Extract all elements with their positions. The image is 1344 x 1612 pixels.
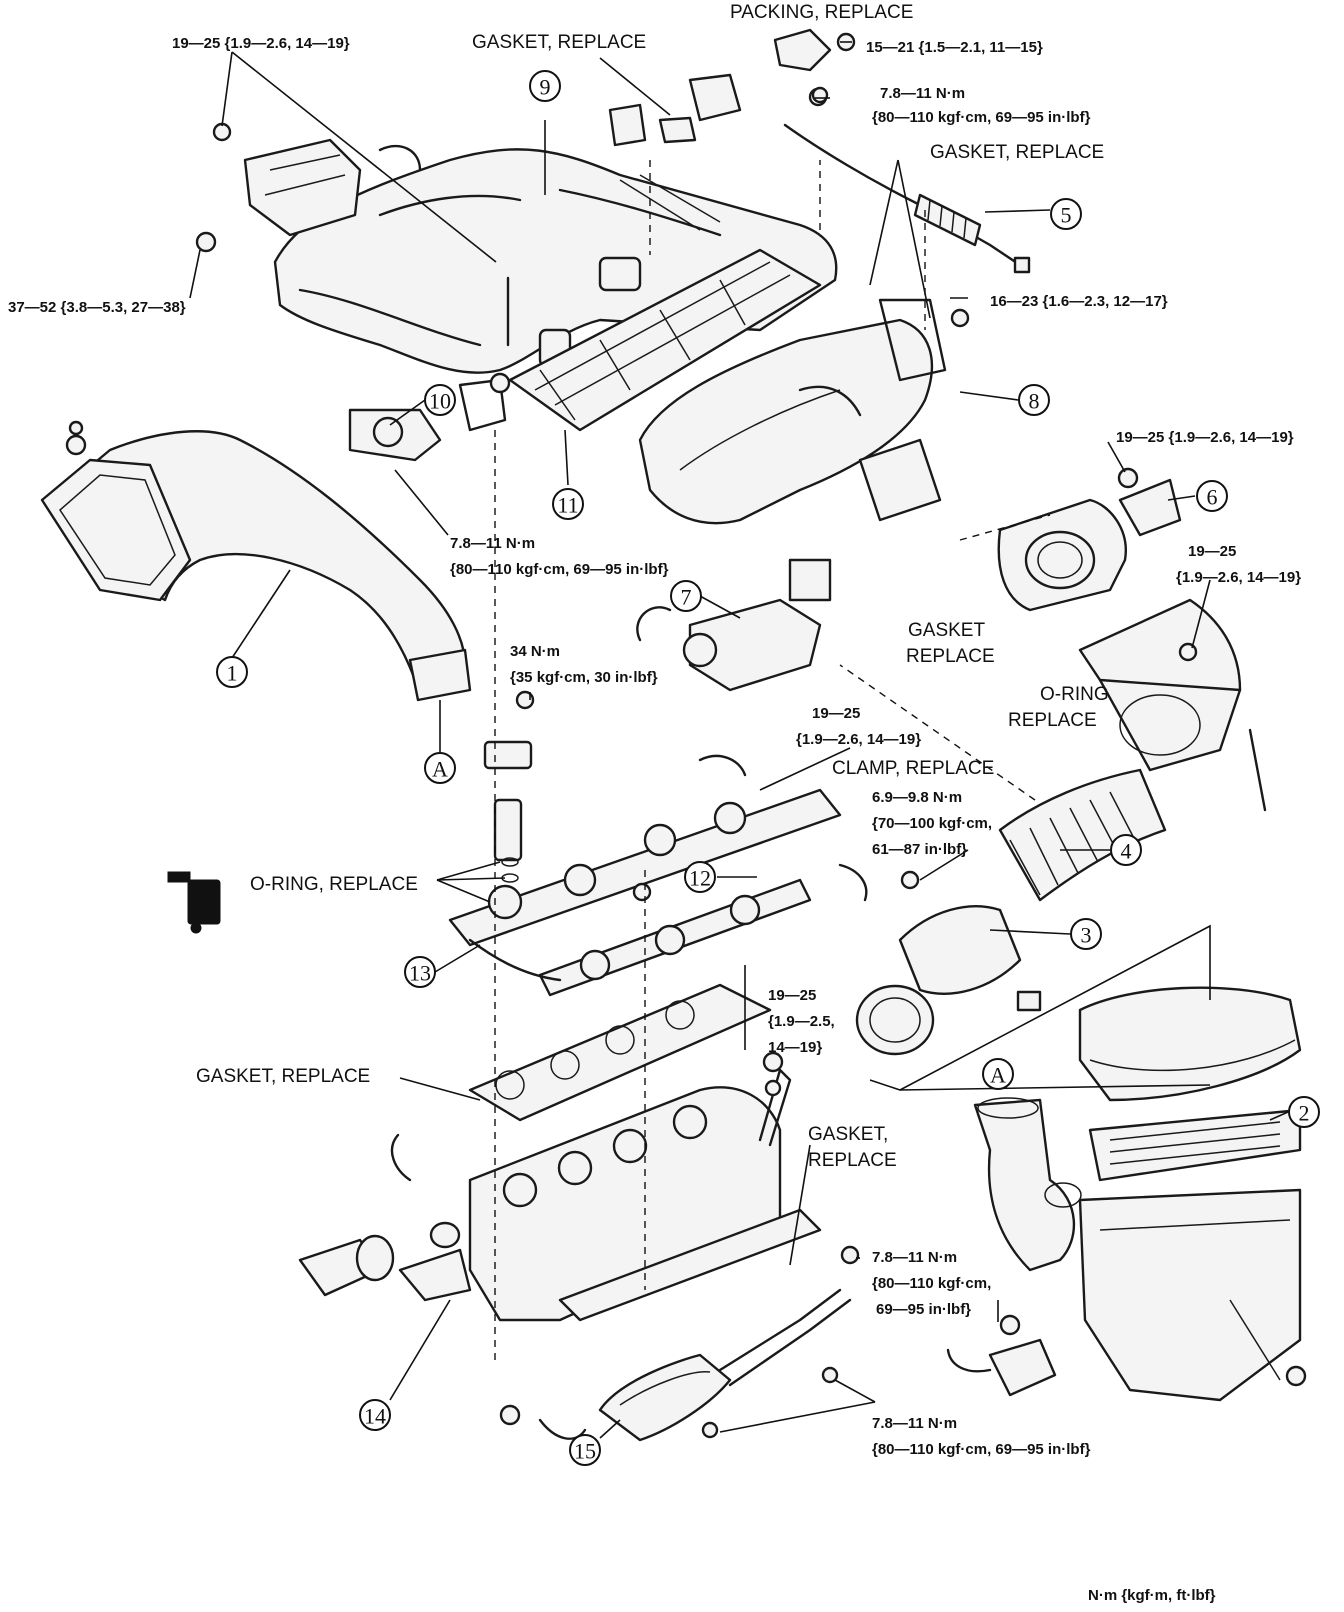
svg-text:7: 7 <box>681 585 692 610</box>
label-oring-replace-left: O-RING, REPLACE <box>250 874 418 895</box>
callout-5: 5 <box>1050 198 1082 230</box>
air-valve <box>636 558 832 692</box>
label-gasket-replace-lower: GASKET, REPLACE <box>196 1066 370 1087</box>
callout-8: 8 <box>1018 384 1050 416</box>
connector-a-callout-2: A <box>982 1058 1014 1090</box>
airflow-meter <box>855 905 1042 1056</box>
lower-cover <box>598 1288 852 1442</box>
svg-text:12: 12 <box>689 866 711 891</box>
torque-top-left: 19—25 {1.9—2.6, 14—19} <box>172 35 350 52</box>
torque-center-1: 19—25 <box>812 705 860 722</box>
fasteners <box>489 86 1267 1440</box>
callout-13: 13 <box>404 956 436 988</box>
svg-text:5: 5 <box>1061 203 1072 228</box>
idle-air-control-bracket <box>348 378 507 462</box>
torque-clamp-2: {70—100 kgf·cm, <box>872 815 992 832</box>
label-gasket-replace-right: GASKET, REPLACE <box>930 142 1104 163</box>
torque-center-2: {1.9—2.6, 14—19} <box>796 731 921 748</box>
torque-lower-right-1: 7.8—11 N·m <box>872 1249 957 1266</box>
extension-manifold <box>638 298 947 525</box>
intake-bellows-hose <box>998 598 1242 902</box>
torque-left: 37—52 {3.8—5.3, 27—38} <box>8 299 186 316</box>
svg-text:8: 8 <box>1029 389 1040 414</box>
torque-clamp-3: 61—87 in·lbf} <box>872 841 967 858</box>
callout-2: 2 <box>1288 1096 1320 1128</box>
callout-6: 6 <box>1196 480 1228 512</box>
svg-text:10: 10 <box>429 389 451 414</box>
label-oring-mid-1: O-RING <box>1040 684 1109 705</box>
torque-bottom-1: 7.8—11 N·m <box>872 1415 957 1432</box>
label-packing-replace: PACKING, REPLACE <box>730 2 913 23</box>
torque-mid-1: 7.8—11 N·m <box>450 535 535 552</box>
svg-text:9: 9 <box>540 75 551 100</box>
label-gasket-mid-2: REPLACE <box>906 646 995 667</box>
torque-right-mid: 19—25 {1.9—2.6, 14—19} <box>1116 429 1294 446</box>
svg-text:A: A <box>432 757 448 782</box>
text-labels: PACKING, REPLACE GASKET, REPLACE GASKET,… <box>8 2 1301 1604</box>
torque-lower-right-3: 69—95 in·lbf} <box>876 1301 971 1318</box>
torque-clamp-1: 6.9—9.8 N·m <box>872 789 962 806</box>
fuel-injector <box>483 740 533 862</box>
accelerator-cable-bracket <box>195 122 422 253</box>
torque-rail-2: {1.9—2.5, <box>768 1013 835 1030</box>
torque-34-2: {35 kgf·cm, 30 in·lbf} <box>510 669 658 686</box>
torque-right-lower-1: 19—25 <box>1188 543 1236 560</box>
torque-34-1: 34 N·m <box>510 643 560 660</box>
label-clamp-replace: CLAMP, REPLACE <box>832 758 994 779</box>
label-oring-mid-2: REPLACE <box>1008 710 1097 731</box>
svg-text:13: 13 <box>409 961 431 986</box>
callout-11: 11 <box>552 488 584 520</box>
torque-right-lower-2: {1.9—2.6, 14—19} <box>1176 569 1301 586</box>
callout-1: 1 <box>216 656 248 688</box>
callout-7: 7 <box>670 580 702 612</box>
torque-lower-right-2: {80—110 kgf·cm, <box>872 1275 991 1292</box>
air-cleaner-assembly <box>1078 986 1307 1402</box>
wiring-connector <box>167 871 221 934</box>
fuel-rail-and-injectors <box>448 740 842 997</box>
svg-text:1: 1 <box>227 661 238 686</box>
torque-rail-3: 14—19} <box>768 1039 822 1056</box>
label-gasket-bottom-2: REPLACE <box>808 1150 897 1171</box>
packing-and-fittings <box>608 28 856 147</box>
callout-9: 9 <box>529 70 561 102</box>
callout-3: 3 <box>1070 918 1102 950</box>
torque-top-right-1: 7.8—11 N·m <box>880 85 965 102</box>
air-intake-duct <box>40 420 472 702</box>
label-gasket-mid-1: GASKET <box>908 620 985 641</box>
torque-top-right-2: {80—110 kgf·cm, 69—95 in·lbf} <box>872 109 1091 126</box>
units-note: N·m {kgf·m, ft·lbf} <box>1088 1587 1216 1604</box>
torque-rail-1: 19—25 <box>768 987 816 1004</box>
label-gasket-bottom-1: GASKET, <box>808 1124 888 1145</box>
svg-text:14: 14 <box>364 1404 386 1429</box>
callout-12: 12 <box>684 861 716 893</box>
callout-14: 14 <box>359 1399 391 1431</box>
svg-text:4: 4 <box>1121 839 1132 864</box>
callout-4: 4 <box>1110 834 1142 866</box>
connector-a-callout: A <box>424 752 456 784</box>
air-cleaner-bracket-lines <box>869 924 1211 1091</box>
plenum-flange-gasket <box>508 248 822 432</box>
torque-packing: 15—21 {1.5—2.1, 11—15} <box>866 39 1043 56</box>
throttle-body <box>997 478 1182 612</box>
callout-15: 15 <box>569 1434 601 1466</box>
svg-text:3: 3 <box>1081 923 1092 948</box>
intake-air-temp-sensor <box>946 1314 1057 1397</box>
svg-text:15: 15 <box>574 1439 596 1464</box>
svg-text:11: 11 <box>557 493 578 518</box>
callout-10: 10 <box>424 384 456 416</box>
svg-text:6: 6 <box>1207 485 1218 510</box>
torque-bottom-2: {80—110 kgf·cm, 69—95 in·lbf} <box>872 1441 1091 1458</box>
torque-mid-2: {80—110 kgf·cm, 69—95 in·lbf} <box>450 561 669 578</box>
svg-text:2: 2 <box>1299 1101 1310 1126</box>
lower-manifold-gasket <box>468 983 772 1122</box>
torque-right-bolt: 16—23 {1.6—2.3, 12—17} <box>990 293 1168 310</box>
label-gasket-replace-top: GASKET, REPLACE <box>472 32 646 53</box>
lower-intake-manifold <box>298 1068 822 1322</box>
leader-lines <box>189 41 1289 1439</box>
svg-text:A: A <box>990 1063 1006 1088</box>
resonance-duct <box>973 1097 1082 1272</box>
accelerator-cable <box>783 123 1031 274</box>
alignment-lines <box>494 160 1051 1360</box>
